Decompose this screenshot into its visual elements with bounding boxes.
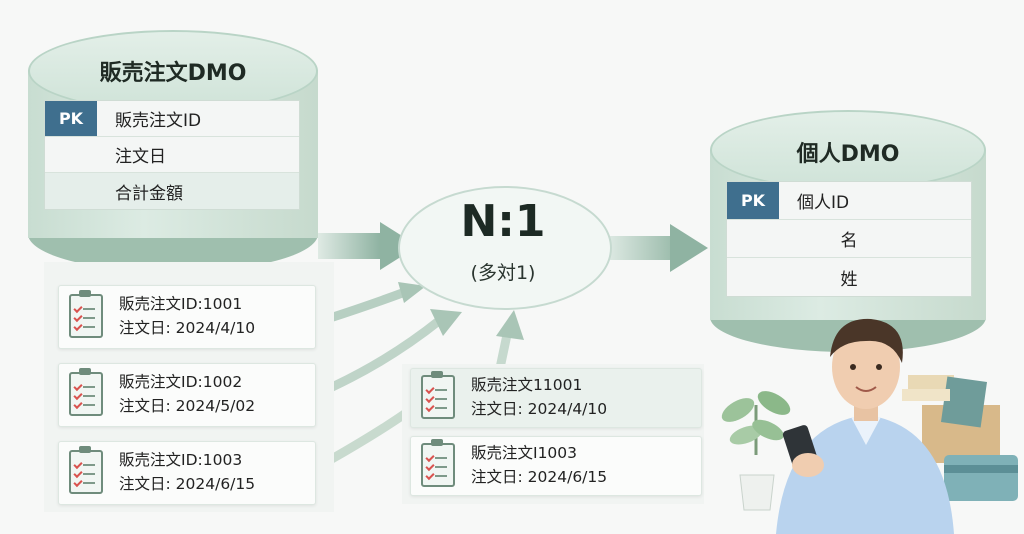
field-person-id: 個人ID: [797, 193, 850, 213]
order-card-1003: 販売注文ID:1003 注文日: 2024/6/15: [58, 441, 316, 505]
clipboard-icon: [69, 446, 103, 494]
clipboard-icon: [421, 439, 455, 487]
box-icon: [902, 375, 1000, 463]
cardinality-subtitle: (多対1): [470, 262, 536, 284]
order-date: 注文日: 2024/4/10: [119, 319, 256, 337]
right-entity-title: 個人DMO: [796, 142, 900, 167]
order-date: 注文日: 2024/6/15: [119, 475, 256, 493]
order-id: 販売注文ID:1003: [119, 451, 243, 469]
order-id: 販売注文ID:1002: [119, 373, 243, 391]
order-id: 販売注文I1003: [471, 444, 578, 462]
mid-order-card-1: 販売注文11001 注文日: 2024/4/10: [410, 368, 702, 428]
left-entity-title: 販売注文DMO: [99, 61, 247, 86]
cardinality-label: N:1: [460, 196, 546, 247]
right-field-row: 名: [727, 220, 971, 258]
left-pk-row: PK 販売注文ID: [45, 101, 299, 137]
pk-badge: PK: [727, 182, 779, 219]
left-field-row: 注文日: [45, 137, 299, 173]
field-order-date: 注文日: [115, 147, 166, 167]
customer-illustration: [721, 318, 1018, 534]
order-id: 販売注文11001: [471, 376, 583, 394]
order-card-1002: 販売注文ID:1002 注文日: 2024/5/02: [58, 363, 316, 427]
mid-order-card-2: 販売注文I1003 注文日: 2024/6/15: [410, 436, 702, 496]
right-entity-table: PK 個人ID 名 姓: [726, 181, 972, 297]
left-field-row: 合計金額: [45, 173, 299, 209]
arrow-relation-to-right: [600, 224, 708, 272]
order-date: 注文日: 2024/6/15: [471, 468, 608, 486]
arrow-order-1001: [325, 287, 410, 323]
order-card-1001: 販売注文ID:1001 注文日: 2024/4/10: [58, 285, 316, 349]
order-id: 販売注文ID:1001: [119, 295, 243, 313]
arrowhead-mid: [496, 310, 524, 340]
clipboard-icon: [69, 290, 103, 338]
relationship-ellipse: [398, 186, 612, 310]
clipboard-icon: [421, 371, 455, 419]
arrowhead-1001: [398, 282, 426, 303]
field-last-name: 姓: [840, 269, 858, 290]
pk-badge: PK: [45, 101, 97, 136]
arrowhead-1002: [430, 309, 462, 336]
order-date: 注文日: 2024/5/02: [119, 397, 256, 415]
person-avatar: [776, 318, 954, 534]
field-first-name: 名: [840, 231, 858, 251]
left-entity-table: PK 販売注文ID 注文日 合計金額: [44, 100, 300, 210]
field-sales-order-id: 販売注文ID: [115, 111, 202, 131]
arrow-order-1002: [325, 315, 445, 393]
credit-card-icon: [944, 455, 1018, 501]
field-total-amount: 合計金額: [115, 183, 183, 204]
right-field-row: 姓: [727, 258, 971, 296]
clipboard-icon: [69, 368, 103, 416]
plant-icon: [721, 391, 791, 511]
order-date: 注文日: 2024/4/10: [471, 400, 608, 418]
right-pk-row: PK 個人ID: [727, 182, 971, 220]
